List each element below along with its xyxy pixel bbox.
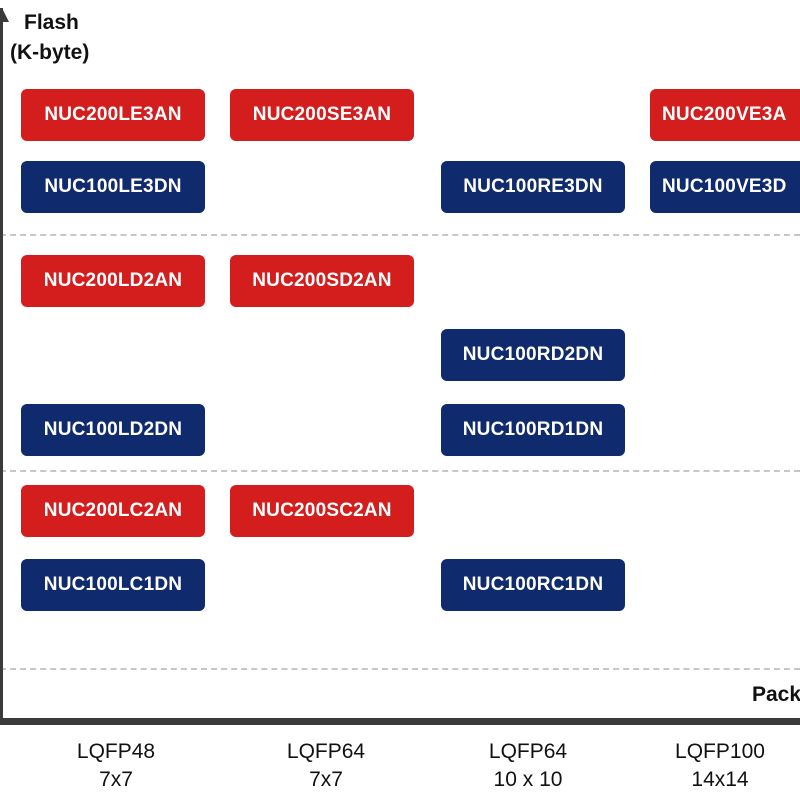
package-label-lqfp64-10x10: LQFP64 10 x 10 bbox=[428, 738, 628, 794]
package-label-lqfp100: LQFP100 14x14 bbox=[620, 738, 800, 794]
part-box-nuc100rd1dn: NUC100RD1DN bbox=[441, 404, 625, 456]
part-box-nuc100ve3d: NUC100VE3D bbox=[650, 161, 800, 213]
y-axis-line bbox=[0, 8, 9, 722]
part-box-nuc100ld2dn: NUC100LD2DN bbox=[21, 404, 205, 456]
part-box-nuc200ve3a: NUC200VE3A bbox=[650, 89, 800, 141]
package-label-lqfp64-7x7: LQFP64 7x7 bbox=[226, 738, 426, 794]
y-axis-title-line2: (K-byte) bbox=[10, 41, 90, 64]
part-box-nuc200se3an: NUC200SE3AN bbox=[230, 89, 414, 141]
part-box-nuc200ld2an: NUC200LD2AN bbox=[21, 255, 205, 307]
package-name: LQFP64 bbox=[286, 740, 366, 763]
flash-tier-divider bbox=[0, 470, 800, 472]
part-box-nuc100lc1dn: NUC100LC1DN bbox=[21, 559, 205, 611]
package-name: LQFP100 bbox=[675, 740, 765, 763]
flash-tier-divider bbox=[0, 668, 800, 670]
package-name: LQFP48 bbox=[76, 740, 156, 763]
x-axis-title: Pack bbox=[752, 683, 800, 706]
package-size: 10 x 10 bbox=[493, 768, 563, 791]
package-name: LQFP64 bbox=[488, 740, 568, 763]
x-axis-line bbox=[0, 718, 800, 725]
y-axis-arrow-icon bbox=[0, 8, 9, 22]
part-box-nuc100le3dn: NUC100LE3DN bbox=[21, 161, 205, 213]
part-box-nuc200le3an: NUC200LE3AN bbox=[21, 89, 205, 141]
part-box-nuc200lc2an: NUC200LC2AN bbox=[21, 485, 205, 537]
package-label-lqfp48: LQFP48 7x7 bbox=[16, 738, 216, 794]
y-axis-title-line1: Flash bbox=[24, 11, 79, 34]
part-box-nuc200sd2an: NUC200SD2AN bbox=[230, 255, 414, 307]
part-box-nuc100rc1dn: NUC100RC1DN bbox=[441, 559, 625, 611]
package-size: 7x7 bbox=[309, 768, 343, 791]
flash-tier-divider bbox=[0, 234, 800, 236]
part-box-nuc100rd2dn: NUC100RD2DN bbox=[441, 329, 625, 381]
part-box-nuc200sc2an: NUC200SC2AN bbox=[230, 485, 414, 537]
part-box-nuc100re3dn: NUC100RE3DN bbox=[441, 161, 625, 213]
package-size: 7x7 bbox=[99, 768, 133, 791]
package-size: 14x14 bbox=[691, 768, 749, 791]
